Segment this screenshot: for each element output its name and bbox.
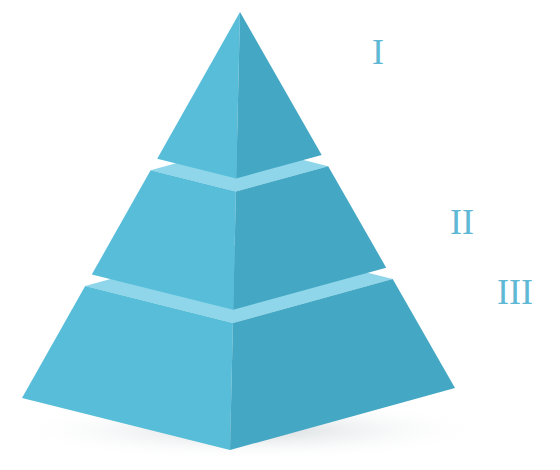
- tier-label: III: [497, 274, 533, 310]
- tier-label: I: [372, 34, 384, 70]
- tier-label: II: [450, 204, 474, 240]
- pyramid-tier: [157, 12, 322, 178]
